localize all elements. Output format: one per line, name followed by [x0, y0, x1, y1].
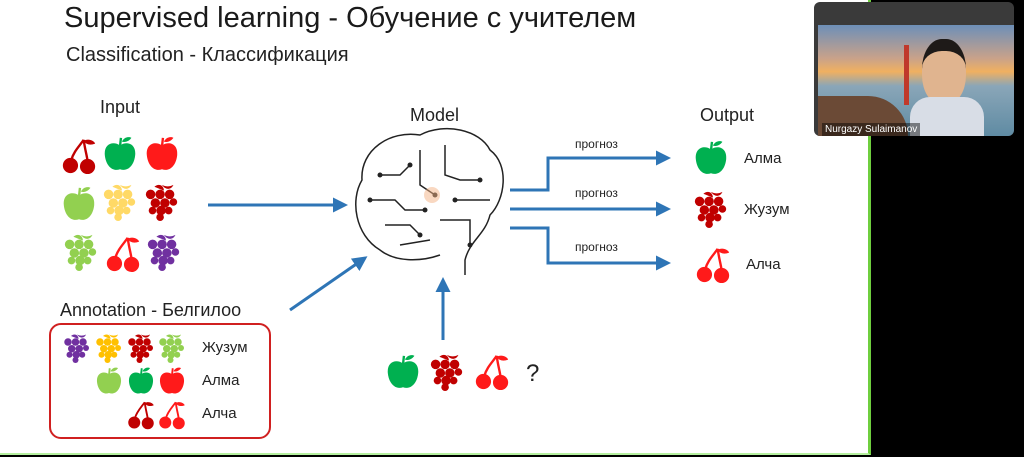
participant-head: [922, 39, 966, 105]
output-class-label: Жузум: [744, 201, 790, 218]
grapes-icon: [126, 333, 156, 363]
model-label: Model: [410, 105, 460, 125]
query-mark: ?: [526, 360, 540, 387]
grapes-icon: [692, 190, 730, 228]
annotation-to-model-arrow: [289, 256, 368, 312]
apple-icon: [101, 135, 139, 173]
slide-subtitle: Classification - Классификация: [66, 44, 349, 66]
forecast-label: прогноз: [575, 137, 618, 151]
apple-icon: [94, 366, 124, 396]
annotation-class-label: Алча: [202, 405, 237, 422]
apple-icon: [60, 185, 98, 223]
apple-icon: [126, 366, 156, 396]
participant-video-tile[interactable]: Nurgazy Sulaimanov: [814, 2, 1014, 136]
apple-icon: [384, 353, 422, 391]
participant-shirt: [910, 97, 984, 136]
output-class-label: Алма: [744, 150, 782, 167]
cherry-icon: [104, 235, 142, 273]
output-label: Output: [700, 105, 755, 125]
slide-title: Supervised learning - Обучение с учителе…: [64, 2, 637, 34]
participant-name: Nurgazy Sulaimanov: [822, 123, 921, 136]
apple-icon: [157, 366, 187, 396]
grapes-icon: [94, 333, 124, 363]
output-class-label: Алча: [746, 256, 781, 273]
participant-avatar: [910, 39, 984, 136]
grapes-icon: [145, 233, 183, 271]
arrows-layer: [208, 127, 671, 340]
annotation-label: Annotation - Белгилоо: [60, 300, 242, 320]
cherry-icon: [60, 137, 98, 175]
output-arrow-apple: [510, 150, 671, 192]
grapes-icon: [157, 333, 187, 363]
apple-icon: [692, 139, 730, 177]
cherry-icon: [473, 353, 511, 391]
grapes-icon: [428, 353, 466, 391]
cherry-icon: [126, 400, 156, 430]
input-label: Input: [100, 97, 141, 117]
grapes-icon: [101, 183, 139, 221]
grapes-icon: [62, 233, 100, 271]
annotation-class-label: Алма: [202, 372, 240, 389]
annotation-class-label: Жузум: [202, 339, 248, 356]
forecast-label: прогноз: [575, 240, 618, 254]
video-background-bridge: [904, 45, 909, 105]
cherry-icon: [157, 400, 187, 430]
output-arrow-cherry: [510, 226, 671, 271]
brain-icon: [355, 127, 504, 275]
grapes-icon: [62, 333, 92, 363]
presentation-slide: Supervised learning - Обучение с учителе…: [0, 0, 871, 455]
grapes-icon: [143, 183, 181, 221]
annotation-box: [49, 323, 271, 439]
cherry-icon: [694, 246, 732, 284]
apple-icon: [143, 135, 181, 173]
forecast-label: прогноз: [575, 186, 618, 200]
participant-video: Nurgazy Sulaimanov: [818, 25, 1014, 136]
